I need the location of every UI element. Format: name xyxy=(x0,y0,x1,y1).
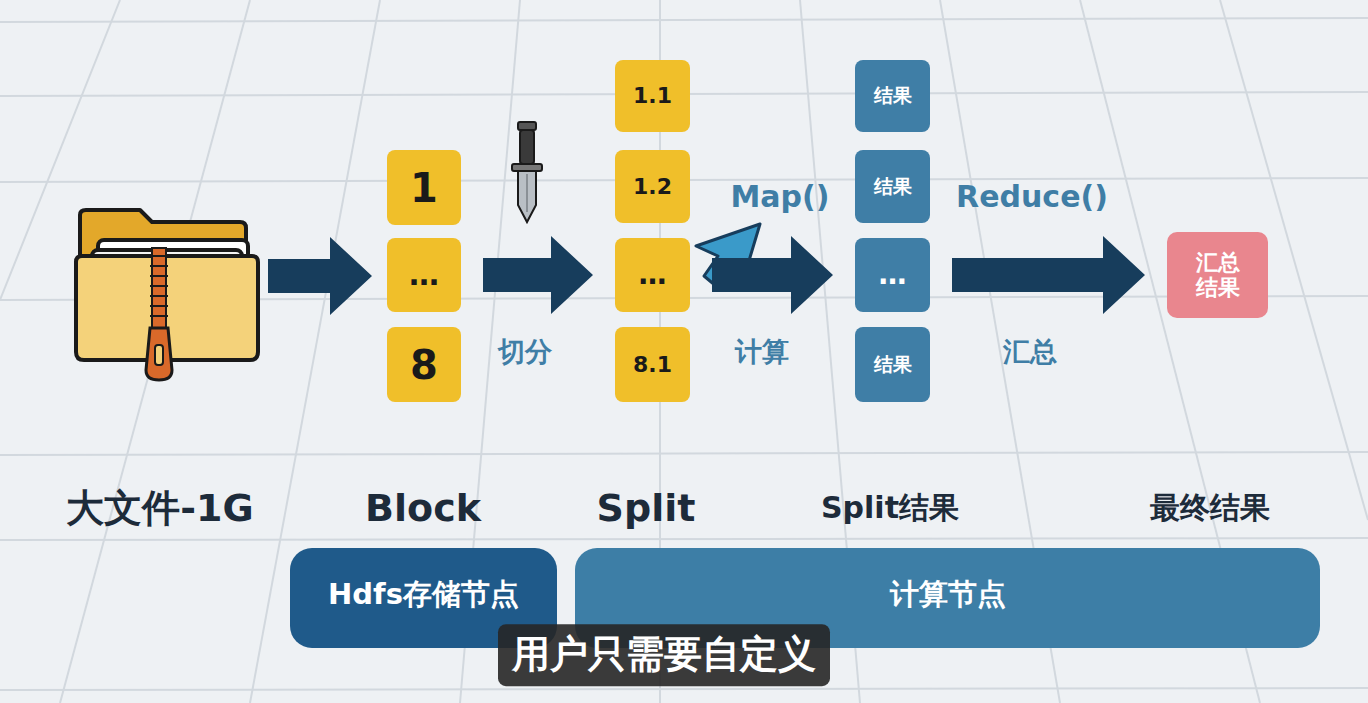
subtitle-caption: 用户只需要自定义 xyxy=(498,624,830,686)
function-label: Map() xyxy=(731,179,830,214)
node-text: … xyxy=(639,259,667,291)
node-text: 8.1 xyxy=(633,352,672,377)
block-box: 8 xyxy=(387,327,461,402)
final-result-box: 汇总 结果 xyxy=(1167,232,1268,318)
step-label: 计算 xyxy=(735,334,789,370)
node-text: … xyxy=(879,259,907,291)
node-text: 1.2 xyxy=(633,174,672,199)
flow-arrow xyxy=(952,236,1145,314)
result-box: 结果 xyxy=(855,60,930,132)
split-box: 1.1 xyxy=(615,60,690,132)
result-box: … xyxy=(855,238,930,312)
flow-arrow xyxy=(268,237,372,315)
stage-label: Block xyxy=(365,486,481,530)
zipper xyxy=(146,248,172,380)
step-label: 汇总 xyxy=(1003,334,1057,370)
stage-label: 最终结果 xyxy=(1150,488,1270,529)
flow-arrow xyxy=(483,236,593,314)
stage-label: Split结果 xyxy=(821,488,959,529)
result-box: 结果 xyxy=(855,327,930,402)
node-text: 计算节点 xyxy=(890,578,1006,611)
node-text: 8 xyxy=(410,342,438,388)
node-text: … xyxy=(409,258,439,293)
node-text: 汇总 结果 xyxy=(1192,250,1243,301)
block-box: … xyxy=(387,238,461,312)
knife-icon xyxy=(512,122,542,222)
split-box: 1.2 xyxy=(615,150,690,223)
node-text: 结果 xyxy=(874,176,912,198)
split-box: … xyxy=(615,238,690,312)
result-box: 结果 xyxy=(855,150,930,223)
flow-arrow xyxy=(712,236,833,314)
stage-label: 大文件-1G xyxy=(66,483,253,534)
step-label: 切分 xyxy=(498,334,552,370)
node-text: 1 xyxy=(410,165,438,211)
function-label: Reduce() xyxy=(956,179,1108,214)
node-text: 1.1 xyxy=(633,83,672,108)
node-text: 结果 xyxy=(874,354,912,376)
stage-label: Split xyxy=(597,486,696,530)
node-text: Hdfs存储节点 xyxy=(328,578,519,611)
block-box: 1 xyxy=(387,150,461,225)
split-box: 8.1 xyxy=(615,327,690,402)
node-text: 结果 xyxy=(874,85,912,107)
